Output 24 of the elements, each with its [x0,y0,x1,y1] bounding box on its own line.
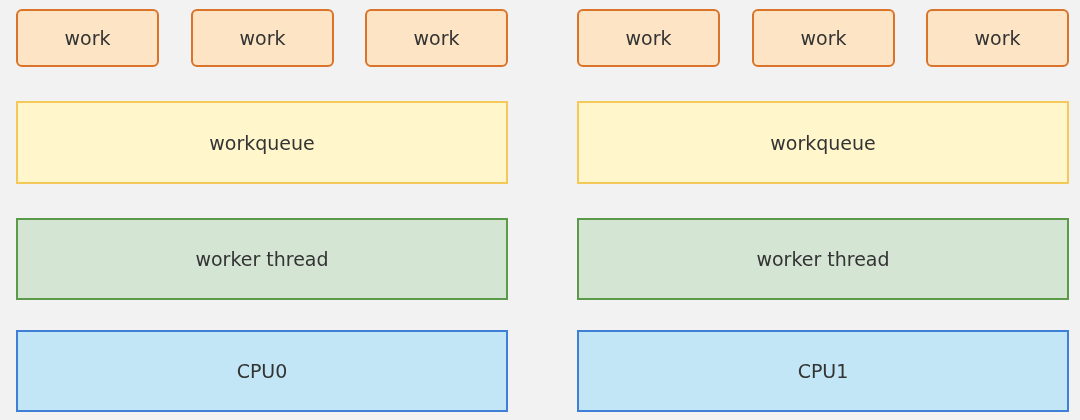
work-box [365,9,508,67]
workqueue-label: workqueue [770,131,876,154]
workqueue-label: workqueue [209,131,315,154]
work-label: work [800,27,847,49]
work-box [191,9,334,67]
work-label: work [625,27,672,49]
work-box [926,9,1069,67]
work-box [577,9,720,67]
work-label: work [64,27,111,49]
work-box [752,9,895,67]
cpu-label: CPU1 [797,360,849,382]
worker-thread-label: worker thread [756,248,890,270]
worker-thread-label: worker thread [195,248,329,270]
worker-thread-bar [577,218,1069,300]
workqueue-bar [577,101,1069,184]
work-box [16,9,159,67]
worker-thread-bar [16,218,508,300]
cpu-bar [577,330,1069,412]
cpu-bar [16,330,508,412]
cpu-label: CPU0 [236,360,288,382]
work-label: work [974,27,1021,49]
work-label: work [413,27,460,49]
work-label: work [239,27,286,49]
workqueue-bar [16,101,508,184]
